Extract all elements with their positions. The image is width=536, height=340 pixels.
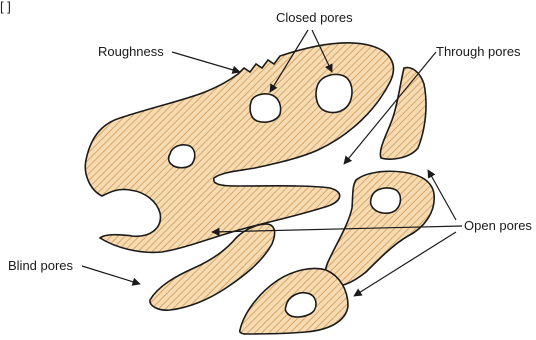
label-through-pores: Through pores — [436, 44, 521, 59]
closed-pore-2 — [316, 74, 352, 112]
closed-pore-3 — [169, 145, 195, 168]
roughness-leader — [172, 52, 240, 72]
label-open-pores: Open pores — [464, 218, 532, 233]
closed-pore-1 — [250, 94, 281, 122]
label-blind-pores: Blind pores — [8, 258, 74, 273]
blind-pores-leader — [82, 266, 140, 284]
label-roughness: Roughness — [98, 44, 164, 59]
closed-pore-4 — [371, 188, 401, 213]
label-closed-pores: Closed pores — [276, 10, 353, 25]
